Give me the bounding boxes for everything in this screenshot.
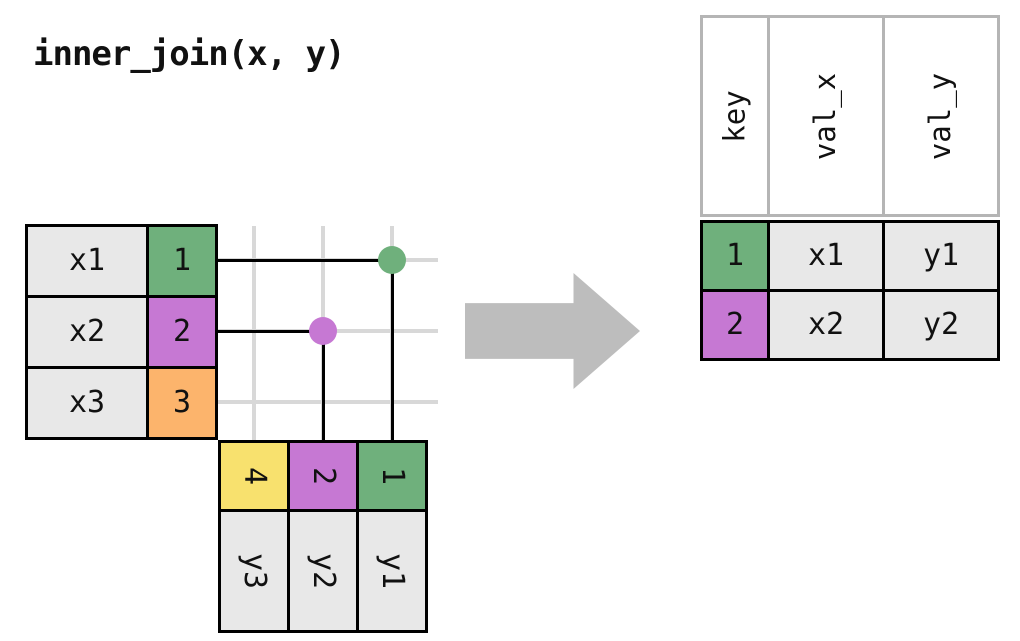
result-header-cell: val_y [885,18,997,214]
y-table-key-cell: 2 [290,443,356,509]
x-table-key-cell: 2 [149,298,215,366]
result-table-header: key val_x val_y [700,15,1000,217]
guide-line-row-3 [218,400,438,404]
y-table-val-cell: y2 [290,512,356,630]
match-dot-key1 [378,246,406,274]
result-header-cell: val_x [770,18,882,214]
result-header-label: val_y [923,72,958,160]
y-table-key-cell: 4 [221,443,287,509]
result-valy-cell: y1 [885,223,997,289]
y-table-val-label: y3 [237,552,272,590]
y-table-key-label: 1 [375,466,410,486]
right-arrow-icon [465,273,640,389]
y-table-key-label: 4 [237,466,272,486]
result-header-cell: key [703,18,767,214]
match-line-key2-vertical [322,331,325,440]
result-header-label: val_x [808,72,843,160]
match-line-key1-horizontal [218,259,394,262]
match-line-key2-horizontal [218,330,325,333]
result-valy-cell: y2 [885,292,997,358]
match-line-key1-vertical [391,260,394,440]
diagram-title: inner_join(x, y) [33,34,346,74]
y-table-val-cell: y1 [359,512,425,630]
result-key-cell: 2 [703,292,767,358]
x-table-val-cell: x2 [28,298,146,366]
x-table-key-cell: 1 [149,227,215,295]
x-table: x1 1 x2 2 x3 3 [25,224,218,440]
result-valx-cell: x2 [770,292,882,358]
x-table-key-cell: 3 [149,369,215,437]
x-table-val-cell: x1 [28,227,146,295]
result-header-label: key [717,89,752,143]
guide-line-col-key4 [252,226,256,440]
y-table-key-cell: 1 [359,443,425,509]
y-table: 4 2 1 y3 y2 y1 [218,440,428,633]
result-table-body: 1 x1 y1 2 x2 y2 [700,220,1000,361]
y-table-val-label: y2 [306,552,341,590]
y-table-val-label: y1 [375,552,410,590]
y-table-key-label: 2 [306,466,341,486]
result-key-cell: 1 [703,223,767,289]
x-table-val-cell: x3 [28,369,146,437]
match-dot-key2 [309,317,337,345]
result-valx-cell: x1 [770,223,882,289]
y-table-val-cell: y3 [221,512,287,630]
